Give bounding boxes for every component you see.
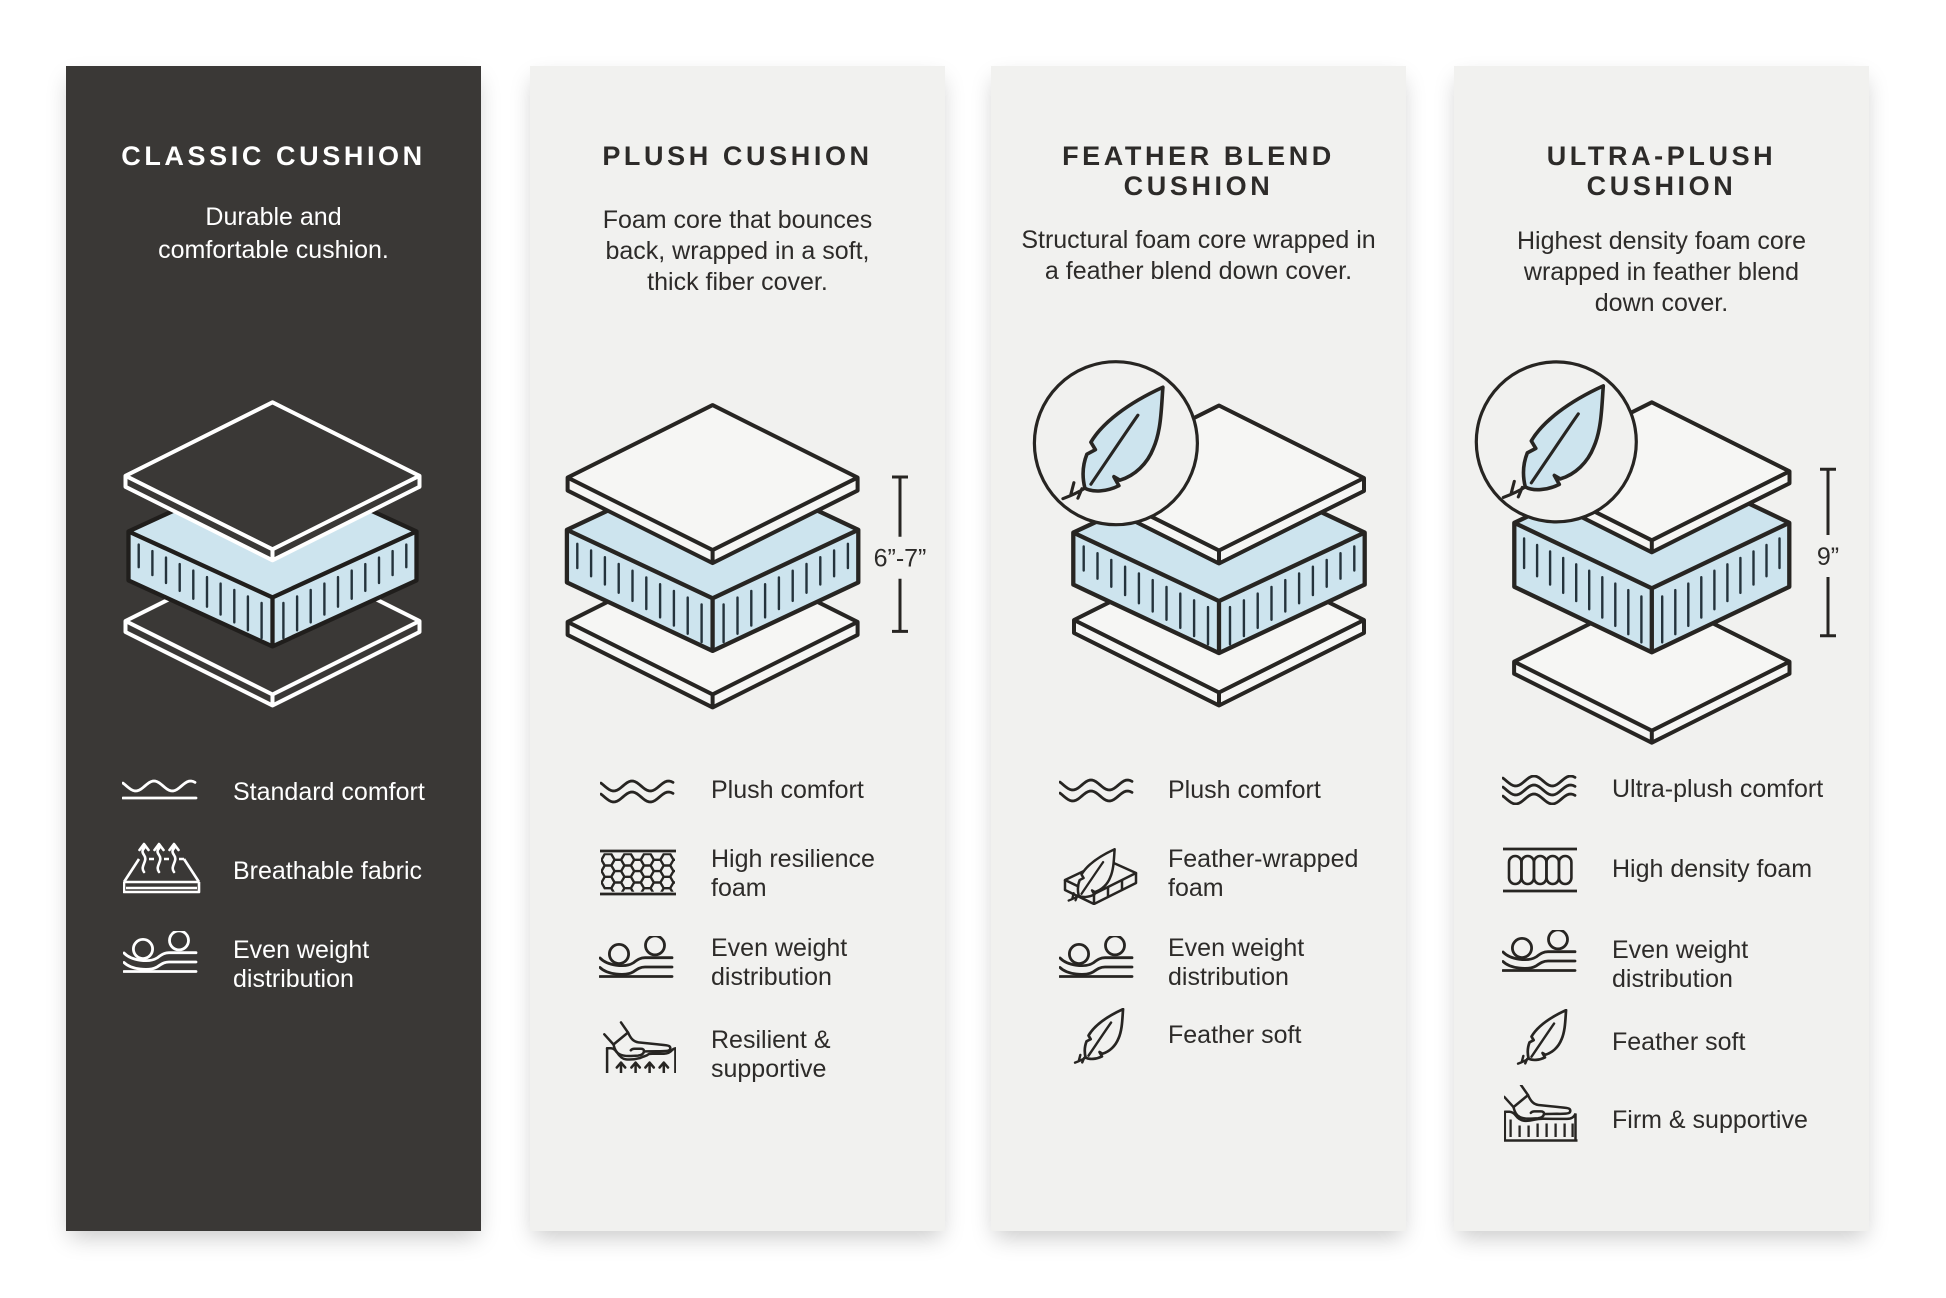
svg-text:9”: 9”: [1817, 543, 1839, 571]
svg-text:6”-7”: 6”-7”: [874, 545, 927, 573]
